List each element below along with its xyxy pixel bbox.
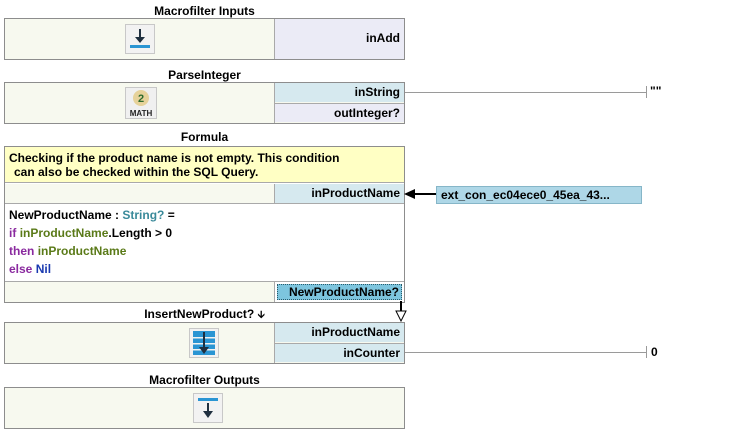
code-type: String? — [122, 208, 165, 222]
insert-new-product-title: InsertNewProduct? 🡫 — [144, 307, 265, 321]
connector-inCounter-cap — [646, 346, 647, 358]
formula-comment: Checking if the product name is not empt… — [5, 147, 404, 183]
parse-integer-title: ParseInteger — [168, 68, 241, 82]
inString-value[interactable]: "" — [650, 84, 662, 98]
macrofilter-outputs-title: Macrofilter Outputs — [149, 373, 260, 387]
input-arrow-icon — [125, 24, 155, 54]
inCounter-value[interactable]: 0 — [651, 345, 658, 359]
insert-new-product-block[interactable]: inProductName inCounter — [4, 322, 405, 364]
svg-text:2: 2 — [138, 93, 144, 105]
arrow-left-icon — [404, 189, 415, 199]
port-inProductName-2[interactable]: inProductName — [275, 323, 404, 342]
formula-block[interactable]: Checking if the product name is not empt… — [4, 146, 405, 303]
formula-comment-line2: can also be checked within the SQL Query… — [14, 165, 259, 179]
port-NewProductName[interactable]: NewProductName? — [277, 284, 402, 300]
sql-insert-icon — [189, 328, 219, 358]
connector-inString — [405, 92, 646, 93]
connector-inProductName — [414, 193, 436, 195]
arrow-down-icon — [395, 310, 407, 322]
output-arrow-icon — [193, 393, 223, 423]
connector-inCounter — [405, 352, 646, 353]
macrofilter-outputs-block[interactable] — [4, 387, 405, 429]
connector-NewProductName — [400, 301, 402, 313]
formula-comment-line1: Checking if the product name is not empt… — [9, 151, 340, 165]
macrofilter-inputs-block[interactable]: inAdd — [4, 18, 405, 60]
port-inProductName[interactable]: inProductName — [275, 184, 404, 203]
code-var-name: NewProductName — [9, 208, 112, 222]
math-label: MATH — [130, 109, 153, 118]
external-connection[interactable]: ext_con_ec04ece0_45ea_43... — [436, 186, 642, 204]
parse-integer-block[interactable]: 2 MATH inString outInteger? — [4, 82, 405, 124]
math-icon: 2 MATH — [125, 87, 157, 119]
port-inAdd[interactable]: inAdd — [366, 31, 400, 45]
formula-code[interactable]: NewProductName : String? = if inProductN… — [9, 208, 175, 276]
macrofilter-inputs-title: Macrofilter Inputs — [154, 4, 255, 18]
port-inString[interactable]: inString — [275, 83, 404, 102]
formula-title: Formula — [180, 130, 229, 144]
port-outInteger[interactable]: outInteger? — [275, 103, 404, 122]
connector-inString-cap — [646, 86, 647, 98]
conditional-marker-icon: 🡫 — [257, 310, 265, 321]
port-inCounter[interactable]: inCounter — [275, 343, 404, 362]
